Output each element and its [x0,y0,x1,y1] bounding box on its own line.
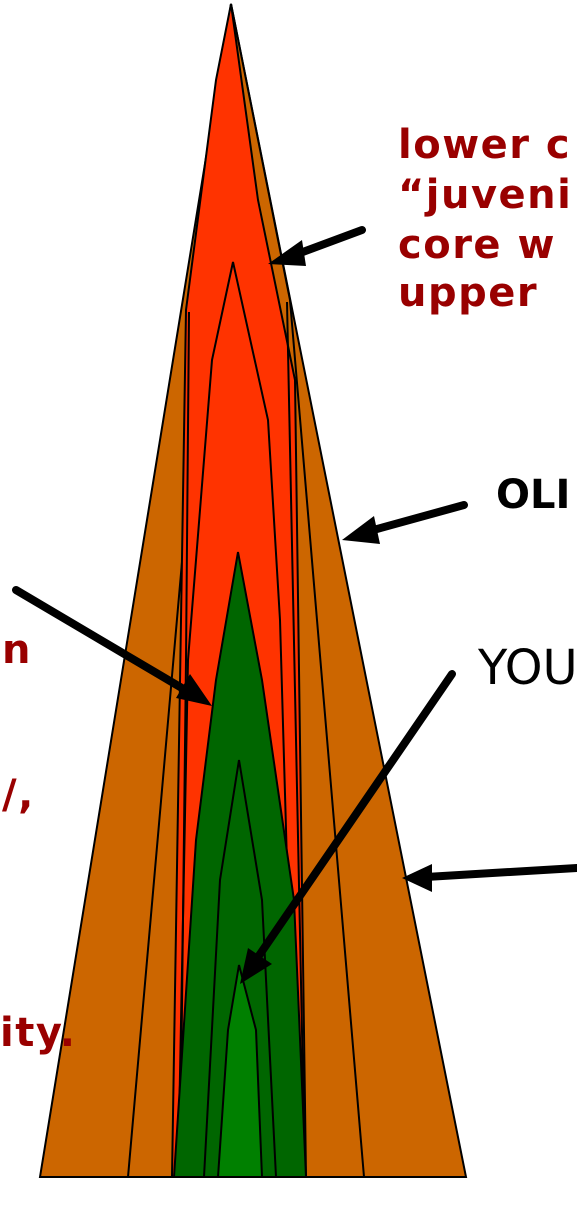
label-upper-right-1: lower c [398,122,571,168]
core-seam-left [179,311,190,1178]
arrowhead-young-wood [240,948,272,984]
arrow-young-wood [252,670,456,964]
arrowhead-old-wood [342,516,380,544]
arrow-old-wood [362,501,468,536]
arrow-left-core [12,586,196,698]
arrowhead-outer-edge [402,864,432,892]
label-left-2: /, [2,772,35,818]
arrowhead-left-core [176,674,212,706]
label-left-1: n [2,627,32,673]
arrowhead-juvenile-core [268,240,306,266]
label-young: YOU [477,640,577,696]
label-upper-right-4: upper [398,270,538,316]
label-upper-right-3: core w [398,222,556,268]
core-seam-right [286,301,306,1178]
arrow-outer-edge [422,864,577,881]
label-left-3: ity. [0,1010,76,1056]
label-old: OLI [496,472,570,518]
label-upper-right-2: “juveni [398,172,572,218]
